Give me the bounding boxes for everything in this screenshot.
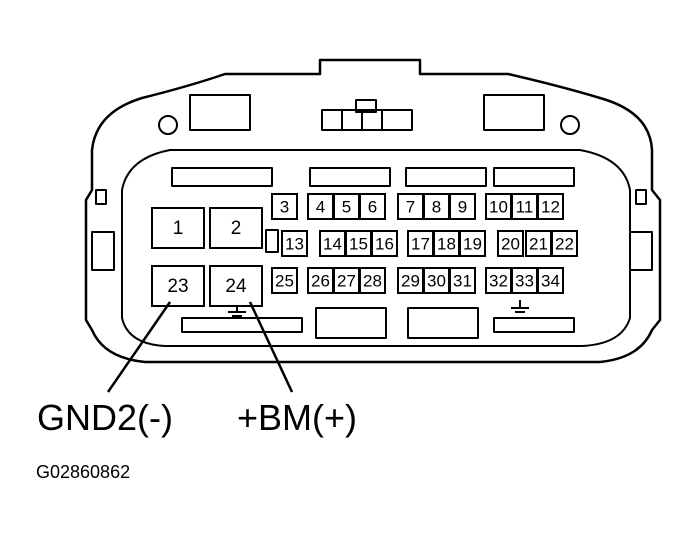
pin-23-box xyxy=(151,265,205,307)
pin-12-label: 12 xyxy=(541,198,560,217)
pin-22-label: 22 xyxy=(555,235,574,254)
label-gnd2: GND2(-) xyxy=(37,397,173,438)
pin-24-label: 24 xyxy=(225,276,247,297)
pin-31-label: 31 xyxy=(453,272,472,291)
pin-6-label: 6 xyxy=(368,198,377,217)
connector-housing-outer xyxy=(84,58,662,364)
pin-22-box xyxy=(551,230,578,257)
pin-27-label: 27 xyxy=(337,272,356,291)
pin-28-box xyxy=(359,267,386,294)
pin-28-label: 28 xyxy=(363,272,382,291)
pin-23-label: 23 xyxy=(167,276,188,297)
pin-26-label: 26 xyxy=(311,272,330,291)
side-tab-right xyxy=(629,231,653,271)
pin-21-label: 21 xyxy=(529,235,548,254)
pin-30-label: 30 xyxy=(427,272,446,291)
pin-29-label: 29 xyxy=(401,272,420,291)
mount-hole-left xyxy=(158,115,178,135)
pin-34-box xyxy=(537,267,564,294)
pin-2-label: 2 xyxy=(231,218,242,239)
pin-13-label: 13 xyxy=(285,235,304,254)
pin-13-box xyxy=(281,230,308,257)
pin-9-label: 9 xyxy=(458,198,467,217)
pin-31-box xyxy=(449,267,476,294)
pin-32-label: 32 xyxy=(489,272,508,291)
pin-19-label: 19 xyxy=(463,235,482,254)
latch xyxy=(321,109,413,131)
ground-symbol-right xyxy=(511,300,529,313)
pin-4-label: 4 xyxy=(316,198,325,217)
polarity-key xyxy=(265,229,279,253)
pin-17-label: 17 xyxy=(411,235,430,254)
pin-6-box xyxy=(359,193,386,220)
pin-3-box xyxy=(271,193,298,220)
pin-11-label: 11 xyxy=(516,198,534,217)
pin-18-label: 18 xyxy=(437,235,456,254)
pin-15-label: 15 xyxy=(349,235,368,254)
pin-12-box xyxy=(537,193,564,220)
leader-gnd2 xyxy=(106,301,172,393)
pin-14-label: 14 xyxy=(323,235,342,254)
pin-25-label: 25 xyxy=(275,272,294,291)
pin-19-box xyxy=(459,230,486,257)
mount-hole-right xyxy=(560,115,580,135)
side-tab-left xyxy=(91,231,115,271)
pin-33-label: 33 xyxy=(515,272,534,291)
pin-1-box xyxy=(151,207,205,249)
pin-16-label: 16 xyxy=(375,235,394,254)
pin-3-label: 3 xyxy=(280,198,289,217)
pin-16-box xyxy=(371,230,398,257)
connector-housing-inner xyxy=(121,149,631,347)
pin-20-label: 20 xyxy=(501,235,520,254)
leader-bm xyxy=(248,301,294,393)
pin-24-box xyxy=(209,265,263,307)
pin-9-box xyxy=(449,193,476,220)
pin-25-box xyxy=(271,267,298,294)
pin-20-box xyxy=(497,230,524,257)
pin-1-label: 1 xyxy=(173,218,184,239)
figure-id: G02860862 xyxy=(36,462,131,482)
pin-2-box xyxy=(209,207,263,249)
pin-34-label: 34 xyxy=(541,272,560,291)
pin-8-label: 8 xyxy=(432,198,441,217)
pin-10-label: 10 xyxy=(489,198,508,217)
pin-7-label: 7 xyxy=(406,198,415,217)
label-bm: +BM(+) xyxy=(237,397,358,438)
pin-5-label: 5 xyxy=(342,198,351,217)
